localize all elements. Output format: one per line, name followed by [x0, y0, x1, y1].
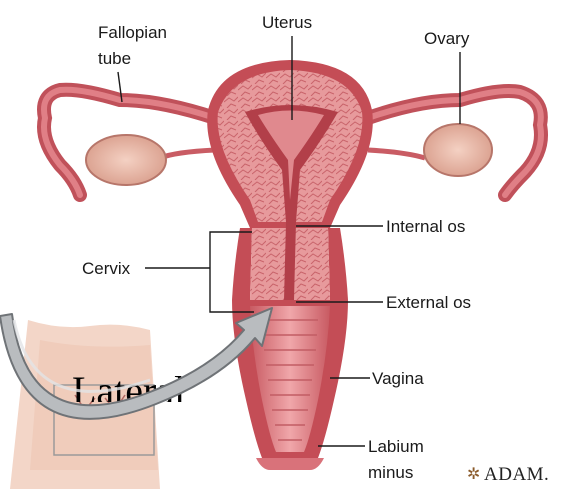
uterus-label: Uterus [262, 13, 312, 32]
internal-os-label: Internal os [386, 217, 465, 236]
adam-logo: ✲ ADAM. [467, 464, 549, 485]
labium-minus-label-line2: minus [368, 463, 413, 482]
uterus [207, 60, 373, 228]
left-ovary [86, 135, 166, 185]
adam-logo-icon: ✲ [467, 464, 480, 483]
labium-minus-label: Labium [368, 437, 424, 456]
vagina-label: Vagina [372, 369, 424, 388]
fallopian-tube-label-line2: tube [98, 49, 131, 68]
fallopian-tube-label: Fallopian [98, 23, 167, 42]
external-os-label: External os [386, 293, 471, 312]
ovary-label: Ovary [424, 29, 470, 48]
cervix [232, 222, 348, 300]
adam-logo-text: ADAM. [484, 464, 549, 485]
cervix-label: Cervix [82, 259, 131, 278]
right-ovary [424, 124, 492, 176]
